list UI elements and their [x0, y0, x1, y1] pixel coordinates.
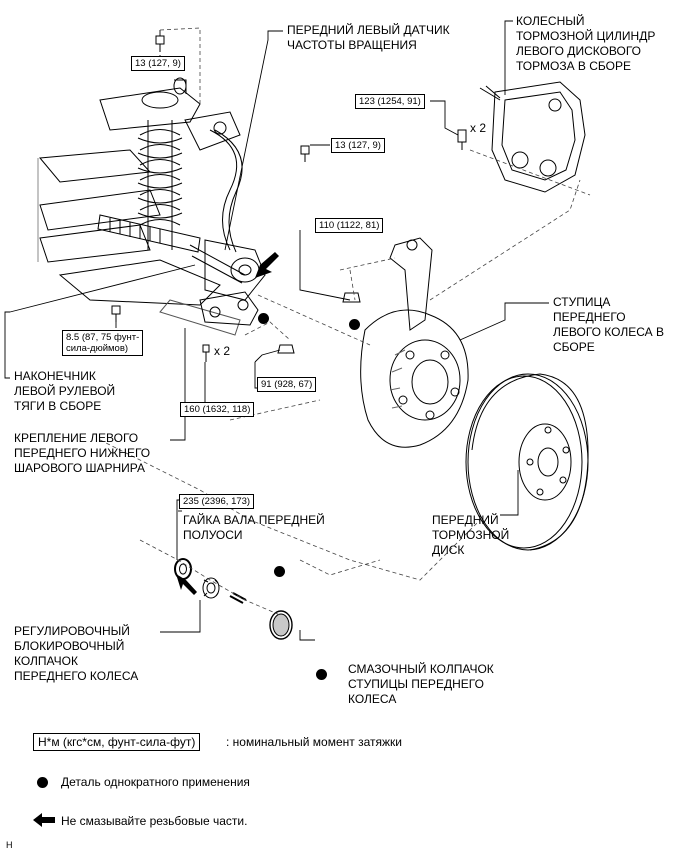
legend-non-reusable-icon — [37, 777, 48, 788]
label-lock-cap: РЕГУЛИРОВОЧНЫЙ БЛОКИРОВОЧНЫЙ КОЛПАЧОК ПЕ… — [14, 624, 139, 683]
no-grease-arrows — [176, 252, 279, 595]
suspension-assembly-drawing — [37, 77, 266, 336]
ball-joint-bolt-quantity: x 2 — [214, 344, 231, 358]
torque-tie-rod-bolt: 8.5 (87, 75 фунт- сила-дюймов) — [62, 330, 144, 356]
torque-knuckle-nut: 110 (1122, 81) — [315, 218, 384, 233]
legend-no-grease-arrow-icon — [33, 813, 55, 827]
non-reusable-marker-knuckle-nut — [349, 319, 360, 330]
legend-non-reusable-text: Деталь однократного применения — [61, 775, 250, 789]
label-tie-rod-end: НАКОНЕЧНИК ЛЕВОЙ РУЛЕВОЙ ТЯГИ В СБОРЕ — [14, 369, 116, 413]
torque-axle-nut: 235 (2396, 173) — [179, 494, 255, 509]
label-ball-joint: КРЕПЛЕНИЕ ЛЕВОГО ПЕРЕДНЕГО НИЖНЕГО ШАРОВ… — [14, 431, 151, 475]
label-brake-disc: ПЕРЕДНИЙ ТОРМОЗНОЙ ДИСК — [432, 513, 510, 557]
torque-sensor-bolt: 13 (127, 9) — [331, 138, 385, 153]
label-axle-nut: ГАЙКА ВАЛА ПЕРЕДНЕЙ ПОЛУОСИ — [183, 513, 325, 542]
label-hub: СТУПИЦА ПЕРЕДНЕГО ЛЕВОГО КОЛЕСА В СБОРЕ — [553, 295, 664, 354]
non-reusable-marker-grease-cap — [316, 669, 327, 680]
legend-torque-unit-text: : номинальный момент затяжки — [226, 735, 402, 749]
torque-ball-joint: 160 (1632, 118) — [180, 402, 255, 417]
non-reusable-marker-pin — [274, 566, 285, 577]
torque-top-mount: 13 (127, 9) — [131, 56, 185, 71]
legend-torque-unit-box: Н*м (кгс*см, фунт-сила-фут) — [33, 733, 201, 751]
torque-tie-rod-nut: 91 (928, 67) — [257, 377, 317, 392]
label-speed-sensor: ПЕРЕДНИЙ ЛЕВЫЙ ДАТЧИК ЧАСТОТЫ ВРАЩЕНИЯ — [287, 23, 450, 52]
caliper-bolt-quantity: x 2 — [470, 121, 487, 135]
knuckle-drawing — [342, 237, 433, 331]
label-grease-cap: СМАЗОЧНЫЙ КОЛПАЧОК СТУПИЦЫ ПЕРЕДНЕГО КОЛ… — [348, 662, 494, 706]
hub-drawing — [360, 309, 469, 448]
leader-lines — [4, 20, 549, 641]
non-reusable-marker-cotter — [258, 313, 269, 324]
label-caliper: КОЛЕСНЫЙ ТОРМОЗНОЙ ЦИЛИНДР ЛЕВОГО ДИСКОВ… — [516, 14, 656, 73]
caliper-drawing — [457, 81, 586, 193]
legend-no-grease-text: Не смазывайте резьбовые части. — [61, 814, 248, 828]
torque-caliper-bolt: 123 (1254, 91) — [355, 94, 425, 109]
corner-mark: H — [6, 840, 13, 850]
dashed-construction-lines — [99, 27, 591, 616]
brake-disc-drawing — [465, 373, 589, 551]
